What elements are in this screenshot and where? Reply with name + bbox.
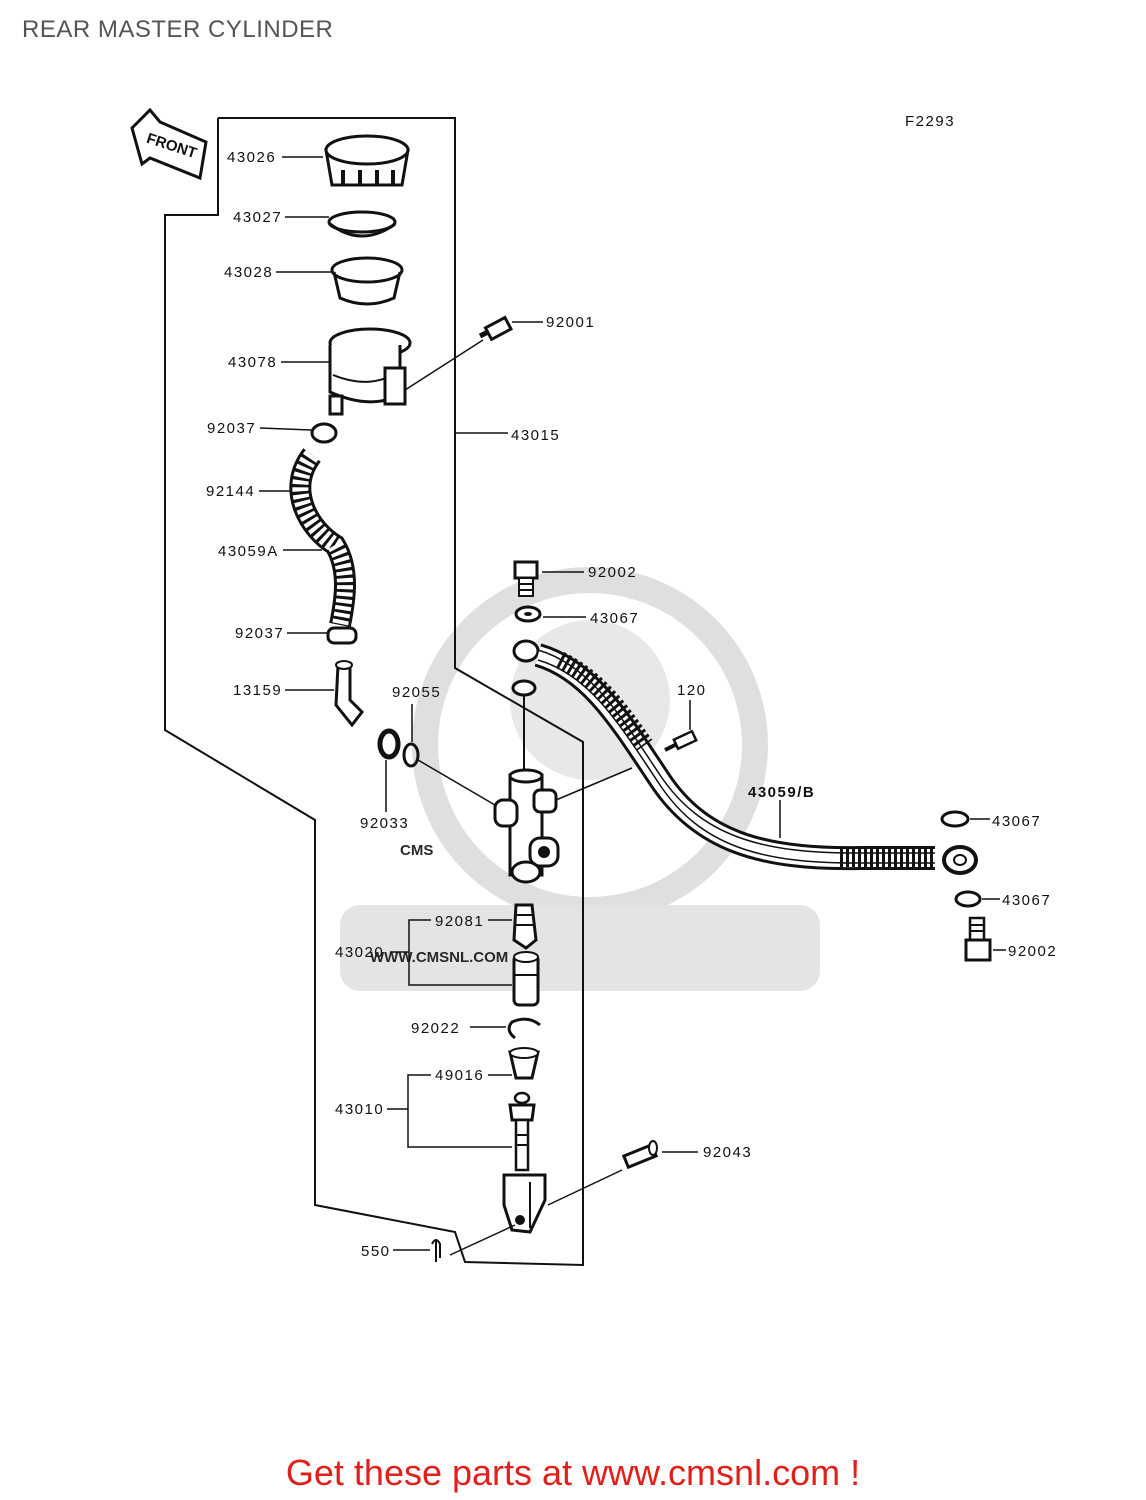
page-title: REAR MASTER CYLINDER (22, 16, 334, 43)
circlip (377, 728, 401, 760)
label-43067-top: 43067 (590, 610, 639, 627)
label-43067-right1: 43067 (992, 813, 1041, 830)
o-ring (402, 742, 420, 768)
label-43059a: 43059A (218, 543, 279, 560)
hose-elbow (334, 660, 364, 728)
label-43026: 43026 (227, 149, 276, 166)
cotter-pin (431, 1239, 441, 1262)
clevis-pin (621, 1140, 659, 1170)
label-92037-top: 92037 (207, 420, 256, 437)
label-43078: 43078 (228, 354, 277, 371)
label-49016: 49016 (435, 1067, 484, 1084)
label-120: 120 (677, 682, 707, 699)
washer-top (514, 605, 542, 623)
label-43027: 43027 (233, 209, 282, 226)
label-92002-top: 92002 (588, 564, 637, 581)
label-92144: 92144 (206, 483, 255, 500)
label-92037-bottom: 92037 (235, 625, 284, 642)
dust-boot (508, 1047, 540, 1080)
label-550: 550 (361, 1243, 391, 1260)
washer-right-2 (954, 890, 982, 908)
label-43059b: 43059/B (748, 784, 815, 801)
label-92001: 92001 (546, 314, 595, 331)
watermark-url: WWW.CMSNL.COM (370, 949, 508, 966)
label-43015: 43015 (511, 427, 560, 444)
bolt-92001 (478, 315, 514, 342)
reservoir-cap (324, 134, 410, 187)
label-92043: 92043 (703, 1144, 752, 1161)
label-43010: 43010 (335, 1101, 384, 1118)
hose-clamp-top (310, 422, 338, 444)
diaphragm (330, 256, 404, 306)
label-13159: 13159 (233, 682, 282, 699)
figure-ref: F2293 (905, 113, 955, 130)
front-arrow-icon: FRONT (130, 107, 208, 181)
diaphragm-plate (327, 210, 397, 238)
washer-mid (511, 679, 537, 697)
label-43067-right2: 43067 (1002, 892, 1051, 909)
master-cylinder-body (493, 768, 560, 884)
reservoir-tank (328, 327, 412, 416)
screw-120 (664, 729, 698, 752)
brake-hose (512, 639, 978, 875)
watermark-logo: CMS (400, 842, 433, 859)
label-92033: 92033 (360, 815, 409, 832)
label-43028: 43028 (224, 264, 273, 281)
assembly-frame (164, 117, 584, 1267)
reservoir-hose (289, 448, 356, 628)
push-rod (502, 1091, 547, 1234)
hose-clamp-bottom (326, 626, 358, 645)
label-92081: 92081 (435, 913, 484, 930)
label-43020: 43020 (335, 944, 384, 961)
promo-link[interactable]: Get these parts at www.cmsnl.com ! (285, 1452, 861, 1493)
banjo-bolt-top (513, 560, 539, 597)
label-92022: 92022 (411, 1020, 460, 1037)
banjo-bolt-right (964, 916, 992, 962)
label-92055: 92055 (392, 684, 441, 701)
retaining-clip (507, 1017, 541, 1040)
piston-assembly (512, 903, 540, 1007)
washer-right-1 (940, 810, 970, 828)
label-92002-right: 92002 (1008, 943, 1057, 960)
